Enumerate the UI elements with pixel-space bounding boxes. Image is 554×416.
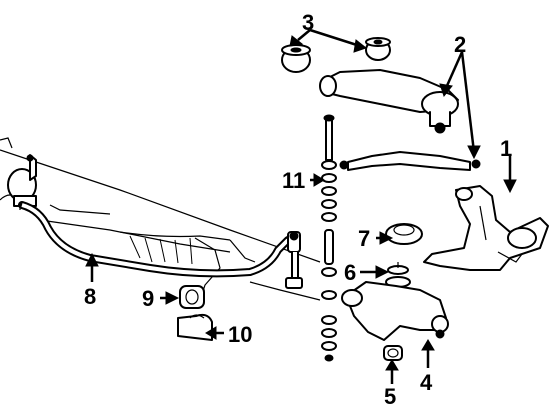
steering-knuckle	[423, 185, 549, 271]
lower-arm-bushing	[383, 345, 403, 361]
upper-arm-cross-shaft	[339, 151, 481, 171]
upper-control-arm	[319, 69, 459, 134]
upper-arm-bushings	[281, 37, 391, 73]
callout-7: 7	[358, 226, 370, 251]
stabilizer-bushing	[179, 285, 205, 309]
callout-labels: 1 2 3 4 5 6 7 8 9 10 11	[84, 10, 512, 409]
callout-3: 3	[302, 10, 314, 35]
callout-5: 5	[384, 384, 396, 409]
callout-6: 6	[344, 260, 356, 285]
lower-control-arm	[341, 281, 449, 341]
callout-2: 2	[454, 32, 466, 57]
callout-8: 8	[84, 284, 96, 309]
stabilizer-bar	[18, 201, 292, 278]
leader-lines	[85, 28, 517, 384]
callout-1: 1	[500, 136, 512, 161]
vehicle-frame	[0, 137, 321, 301]
callout-11: 11	[282, 168, 305, 193]
callout-4: 4	[420, 370, 433, 395]
link-kit-stack	[321, 114, 337, 362]
stabilizer-end-link	[7, 154, 37, 207]
stabilizer-link-right	[285, 231, 303, 289]
bushing-bracket	[177, 313, 213, 341]
callout-10: 10	[228, 322, 252, 347]
spring-seat	[385, 223, 423, 245]
callout-9: 9	[142, 286, 154, 311]
